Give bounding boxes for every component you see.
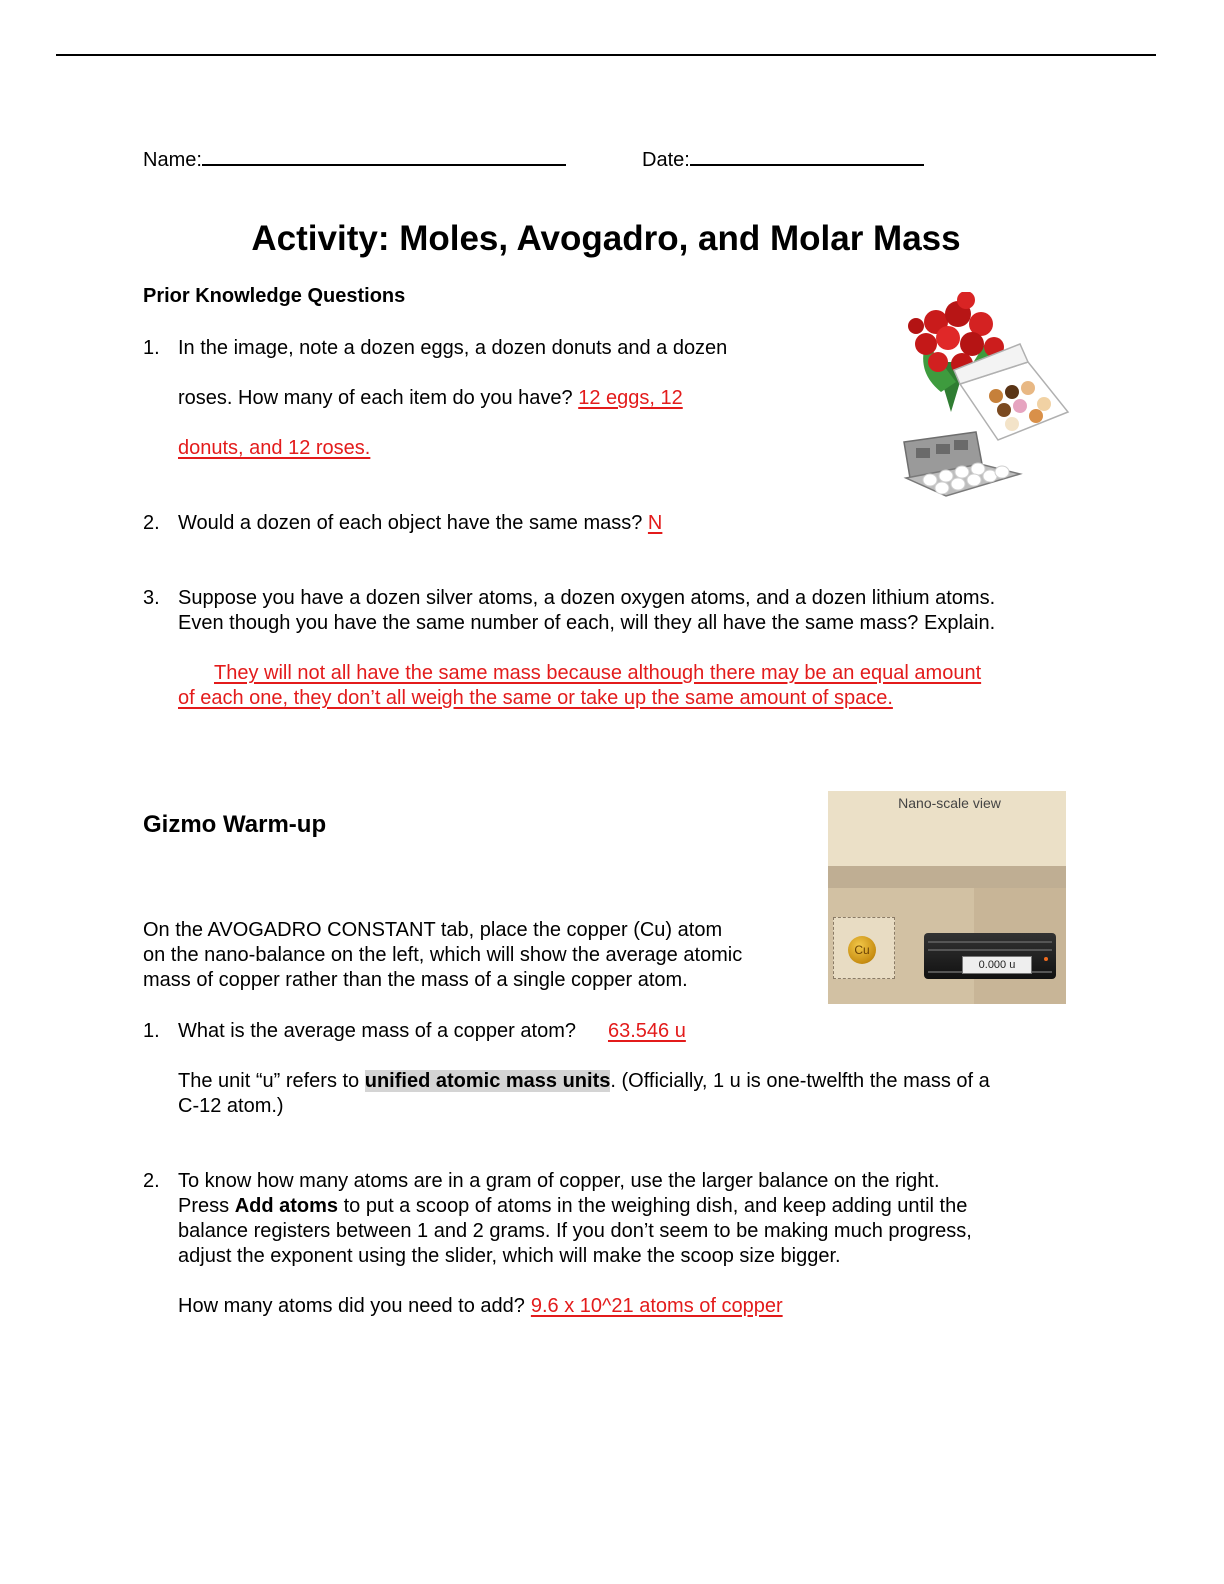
gizmo-q1-line: What is the average mass of a copper ato…	[178, 1019, 686, 1044]
prior-q3-number: 3.	[143, 587, 160, 609]
page-title: Activity: Moles, Avogadro, and Molar Mas…	[251, 219, 961, 258]
gizmo-q1-text: What is the average mass of a copper ato…	[178, 1020, 576, 1042]
prior-q1-text: roses. How many of each item do you have…	[178, 387, 579, 409]
balance-indicator-light	[1044, 957, 1048, 961]
gizmo-q1-number: 1.	[143, 1020, 160, 1042]
nano-shelf	[828, 866, 1066, 888]
nano-scale-view: Nano-scale view Cu 0.000 u	[828, 791, 1066, 1004]
dozen-items-image	[903, 292, 1070, 497]
date-label: Date:	[642, 149, 690, 171]
gizmo-q2-question-line: How many atoms did you need to add?9.6 x…	[178, 1294, 783, 1319]
gizmo-q2-add-atoms: Add atoms	[234, 1195, 339, 1217]
date-blank[interactable]	[689, 144, 924, 166]
gizmo-q2-question: How many atoms did you need to add?	[178, 1295, 525, 1317]
gizmo-intro-line1: On the AVOGADRO CONSTANT tab, place the …	[143, 919, 723, 941]
donut-box-icon	[953, 343, 1070, 441]
prior-q2-number: 2.	[143, 512, 160, 534]
name-label: Name:	[143, 149, 202, 171]
gizmo-q1-note-highlight: unified atomic mass units	[364, 1070, 611, 1092]
prior-q3-answer-line2: of each one, they don’t all weigh the sa…	[178, 687, 893, 709]
prior-q1-number: 1.	[143, 337, 160, 359]
gizmo-q2-line3: balance registers between 1 and 2 grams.…	[178, 1220, 972, 1242]
gizmo-q1-answer: 63.546 u	[607, 1020, 686, 1042]
roses-icon	[908, 292, 1004, 412]
gizmo-q1-note-after: . (Officially, 1 u is one-twelfth the ma…	[610, 1070, 990, 1092]
copper-atom[interactable]: Cu	[848, 936, 876, 964]
gizmo-intro-line3: mass of copper rather than the mass of a…	[143, 969, 688, 991]
prior-q2-line: Would a dozen of each object have the sa…	[178, 511, 662, 536]
balance-readout: 0.000 u	[962, 956, 1032, 974]
prior-q1-line1: In the image, note a dozen eggs, a dozen…	[178, 337, 728, 359]
gizmo-q2-line1: To know how many atoms are in a gram of …	[178, 1170, 940, 1192]
prior-q2-answer: N	[647, 512, 663, 534]
prior-q3-answer-line1: They will not all have the same mass bec…	[214, 662, 982, 684]
gizmo-q2-answer: 9.6 x 10^21 atoms of copper	[530, 1295, 783, 1317]
prior-heading: Prior Knowledge Questions	[143, 285, 406, 307]
gizmo-q1-note: The unit “u” refers to unified atomic ma…	[178, 1069, 990, 1094]
nano-wall	[828, 791, 1066, 866]
prior-q3-line2: Even though you have the same number of …	[178, 612, 996, 634]
gizmo-q1-note-before: The unit “u” refers to	[178, 1070, 365, 1092]
prior-q2-text: Would a dozen of each object have the sa…	[178, 512, 648, 534]
gizmo-intro-line2: on the nano-balance on the left, which w…	[143, 944, 743, 966]
gizmo-q1-note-line2: C-12 atom.)	[178, 1095, 284, 1117]
top-rule	[56, 54, 1156, 56]
nano-view-title: Nano-scale view	[898, 795, 1001, 811]
prior-q1-answer-part2: donuts, and 12 roses.	[178, 437, 371, 459]
prior-q1-answer-part1: 12 eggs, 12	[578, 387, 683, 409]
gizmo-q2-line2-before: Press	[178, 1195, 235, 1217]
name-field: Name:	[143, 144, 566, 173]
gizmo-heading: Gizmo Warm-up	[143, 811, 327, 838]
gizmo-q2-line4: adjust the exponent using the slider, wh…	[178, 1245, 841, 1267]
egg-carton-icon	[903, 431, 1023, 497]
date-field: Date:	[642, 144, 924, 173]
gizmo-q2-number: 2.	[143, 1170, 160, 1192]
prior-q3-line1: Suppose you have a dozen silver atoms, a…	[178, 587, 996, 609]
prior-q1-line2: roses. How many of each item do you have…	[178, 386, 683, 411]
gizmo-q2-line2: Press Add atoms to put a scoop of atoms …	[178, 1194, 967, 1219]
name-blank[interactable]	[201, 144, 566, 166]
gizmo-q2-line2-after: to put a scoop of atoms in the weighing …	[338, 1195, 968, 1217]
